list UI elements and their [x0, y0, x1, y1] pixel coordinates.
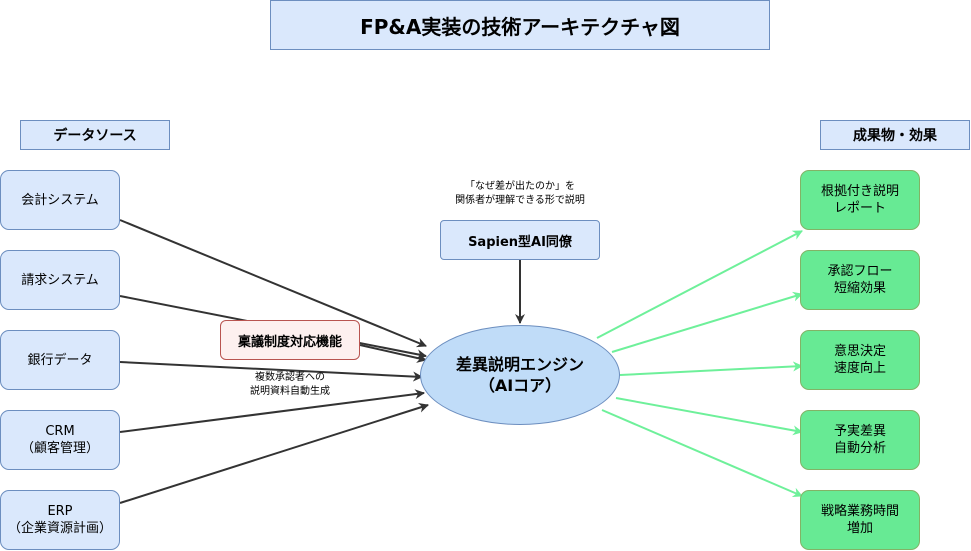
result-evidence-report: 根拠付き説明 レポート [800, 170, 920, 230]
edge-erp-to-engine [119, 402, 429, 504]
ringi-note: 複数承認者への 説明資料自動生成 [250, 372, 330, 397]
diagram-title: FP&A実装の技術アーキテクチャ図 [270, 0, 770, 50]
result-strategy-time: 戦略業務時間 増加 [800, 490, 920, 550]
result-decision-speed: 意思決定 速度向上 [800, 330, 920, 390]
edge-accounting-to-engine [119, 219, 427, 348]
source-accounting-system: 会計システム [0, 170, 120, 230]
source-billing-system: 請求システム [0, 250, 120, 310]
edge-ringi-to-engine [359, 344, 427, 363]
edge-bank-to-engine [119, 361, 423, 382]
edge-engine-to-decision [619, 361, 803, 376]
result-variance-analysis: 予実差異 自動分析 [800, 410, 920, 470]
edge-engine-to-report [596, 230, 803, 339]
result-approval-shortening: 承認フロー 短縮効果 [800, 250, 920, 310]
edge-engine-to-approval [611, 291, 803, 353]
sapien-note: 「なぜ差が出たのか」を 関係者が理解できる形で説明 [455, 181, 585, 206]
source-bank-data: 銀行データ [0, 330, 120, 390]
edge-engine-to-variance [615, 397, 803, 436]
source-crm: CRM （顧客管理） [0, 410, 120, 470]
variance-explanation-engine: 差異説明エンジン （AIコア） [420, 325, 620, 425]
sources-header: データソース [20, 120, 170, 150]
edge-crm-to-engine [119, 389, 425, 433]
sapien-ai-colleague-box: Sapien型AI同僚 [440, 220, 600, 260]
ringi-support-box: 稟議制度対応機能 [220, 320, 360, 360]
source-erp: ERP （企業資源計画） [0, 490, 120, 550]
edge-engine-to-strategy [601, 409, 803, 498]
results-header: 成果物・効果 [820, 120, 970, 150]
